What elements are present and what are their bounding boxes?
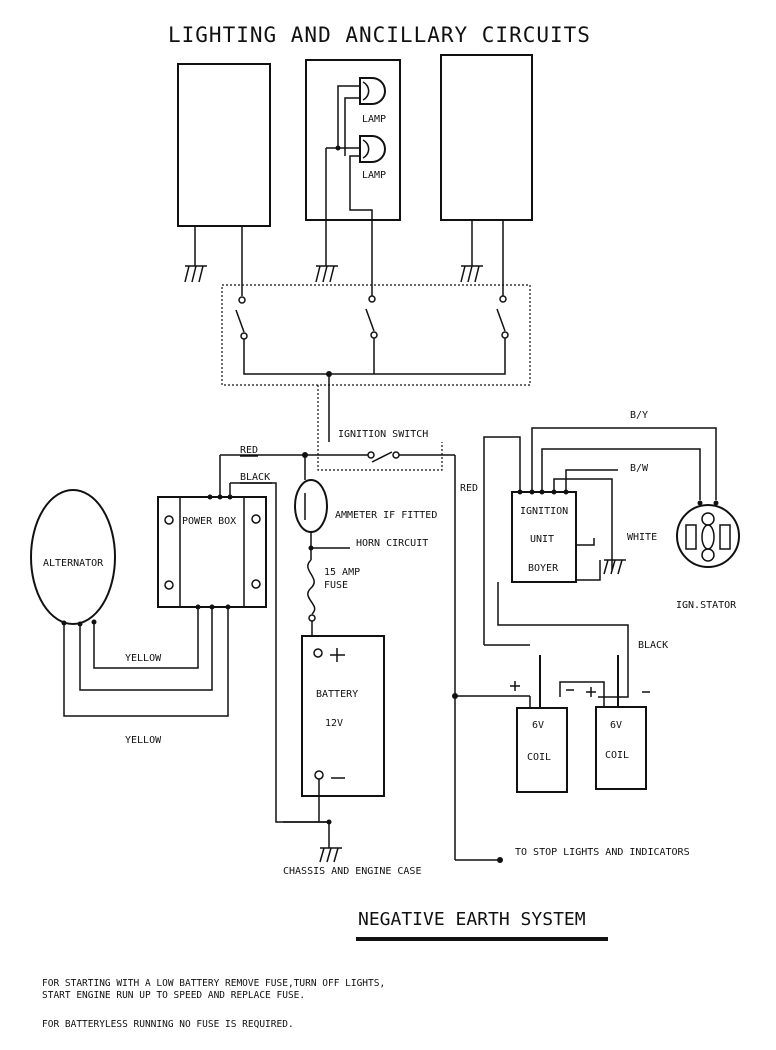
lamp-lower xyxy=(359,135,386,163)
fuse xyxy=(307,559,316,622)
wire-label-black-right: BLACK xyxy=(638,640,668,651)
power-box xyxy=(157,496,267,608)
wire-label-white: WHITE xyxy=(627,532,657,543)
coil-left-voltage: 6V xyxy=(532,720,544,731)
wire-label-black-top: BLACK xyxy=(240,472,270,483)
light-unit-right xyxy=(440,54,533,221)
switch-1 xyxy=(235,296,248,340)
note-line-1: FOR STARTING WITH A LOW BATTERY REMOVE F… xyxy=(42,978,385,989)
system-title-underline xyxy=(356,937,608,941)
wire-label-bw: B/W xyxy=(630,463,649,474)
switch-3 xyxy=(496,295,509,339)
light-unit-left xyxy=(177,63,271,227)
ignition-unit xyxy=(511,491,577,583)
alternator xyxy=(30,489,116,625)
switch-2 xyxy=(365,295,378,339)
coil-left-label: COIL xyxy=(527,752,551,763)
ignition-switch-label: IGNITION SWITCH xyxy=(338,429,428,440)
wire-label-yellow-1: YELLOW xyxy=(125,653,162,664)
coil-right-label: COIL xyxy=(605,750,629,761)
alternator-label: ALTERNATOR xyxy=(43,558,104,569)
ignition-unit-line-3: BOYER xyxy=(528,563,559,574)
note-line-2: START ENGINE RUN UP TO SPEED AND REPLACE… xyxy=(42,990,305,1001)
stop-lights-label: TO STOP LIGHTS AND INDICATORS xyxy=(515,847,690,858)
wire-label-yellow-2: YELLOW xyxy=(125,735,162,746)
chassis-label: CHASSIS AND ENGINE CASE xyxy=(283,866,421,877)
wire-label-by: B/Y xyxy=(630,410,648,421)
wire-label-red-side: RED xyxy=(460,483,478,494)
lighting-switch-panel xyxy=(221,284,531,386)
lamp-label-lower: LAMP xyxy=(362,170,386,181)
ammeter xyxy=(294,479,328,533)
ignition-unit-line-2: UNIT xyxy=(530,534,554,545)
lamp-upper xyxy=(359,77,386,105)
power-box-label: POWER BOX xyxy=(182,516,236,527)
ignition-stator xyxy=(676,500,740,568)
battery-voltage: 12V xyxy=(325,718,343,729)
lamp-label-upper: LAMP xyxy=(362,114,386,125)
battery xyxy=(301,635,385,797)
earth-symbol-ignition xyxy=(603,559,626,575)
coil-left xyxy=(516,707,568,793)
note-line-3: FOR BATTERYLESS RUNNING NO FUSE IS REQUI… xyxy=(42,1019,294,1030)
earth-symbol-chassis xyxy=(319,847,342,863)
wire-label-red-top: RED xyxy=(240,445,258,456)
horn-circuit-label: HORN CIRCUIT xyxy=(356,538,428,549)
stator-label: IGN.STATOR xyxy=(676,600,737,611)
diagram-title: LIGHTING AND ANCILLARY CIRCUITS xyxy=(168,23,591,47)
earth-symbol-1 xyxy=(184,265,207,283)
ammeter-label: AMMETER IF FITTED xyxy=(335,510,437,521)
fuse-label-2: FUSE xyxy=(324,580,348,591)
coil-right xyxy=(595,706,647,790)
earth-symbol-2 xyxy=(315,265,338,283)
battery-label: BATTERY xyxy=(316,689,358,700)
coil-right-voltage: 6V xyxy=(610,720,622,731)
fuse-label-1: 15 AMP xyxy=(324,567,360,578)
light-unit-center xyxy=(305,59,401,221)
ignition-unit-line-1: IGNITION xyxy=(520,506,568,517)
ignition-switch xyxy=(305,451,455,463)
earth-symbol-3 xyxy=(460,265,483,283)
system-title: NEGATIVE EARTH SYSTEM xyxy=(358,909,586,930)
